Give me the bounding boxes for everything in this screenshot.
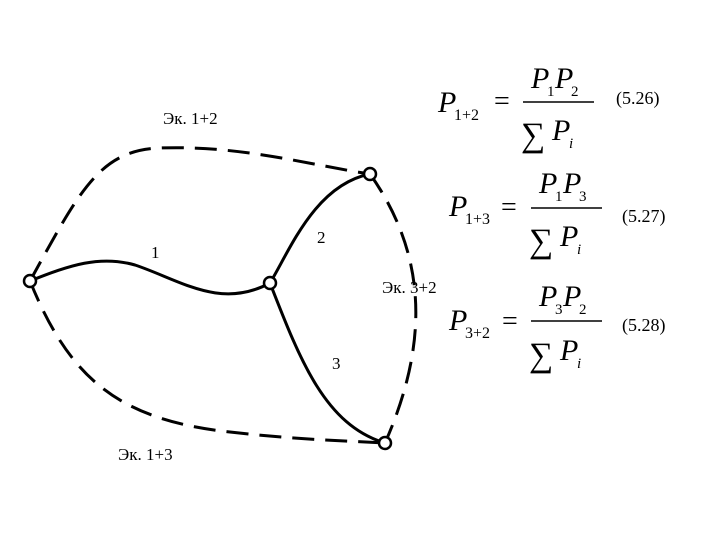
label-branch-3: 3	[332, 354, 341, 373]
formula-number: (5.28)	[622, 315, 666, 336]
formula-num-second: P	[562, 280, 581, 313]
formula-num-first: P	[538, 280, 557, 313]
node-2	[362, 166, 378, 182]
formula-num-first-sub: 1	[547, 84, 555, 100]
formula-num-first: P	[538, 167, 557, 200]
formula-lhs-subscript: 1+2	[454, 107, 479, 124]
formula-equals: =	[501, 192, 517, 223]
node-1	[22, 273, 38, 289]
label-ek-1-3: Эк. 1+3	[118, 445, 173, 464]
branch-3	[268, 282, 386, 445]
formula-equals: =	[494, 86, 510, 117]
formula-number: (5.26)	[616, 88, 660, 109]
node-3	[377, 435, 393, 451]
label-ek-3-2: Эк. 3+2	[382, 278, 437, 297]
formula-lhs-symbol: P	[437, 86, 456, 119]
formula-den-symbol: P	[551, 114, 570, 147]
formula-sum-symbol: ∑	[521, 117, 545, 154]
label-branch-2: 2	[317, 228, 326, 247]
branch-2	[268, 172, 371, 284]
formula-den-sub: i	[569, 136, 573, 152]
node-center	[262, 275, 278, 291]
formula-den-sub: i	[577, 242, 581, 258]
label-ek-1-2: Эк. 1+2	[163, 109, 218, 128]
formula-number: (5.27)	[622, 206, 666, 227]
formula-5-26: P 1+2 = P 1 P 2 ∑ P i (5.26)	[437, 62, 660, 154]
formula-den-symbol: P	[559, 334, 578, 367]
formula-num-first-sub: 3	[555, 302, 563, 318]
formula-num-second: P	[554, 62, 573, 95]
formula-num-second: P	[562, 167, 581, 200]
branch-1	[29, 259, 271, 296]
formula-num-second-sub: 3	[579, 189, 587, 205]
formula-equals: =	[502, 306, 518, 337]
label-branch-1: 1	[151, 243, 160, 262]
formula-num-first-sub: 1	[555, 189, 563, 205]
equivalent-branch-1-2	[28, 146, 371, 282]
formula-den-symbol: P	[559, 220, 578, 253]
formula-num-second-sub: 2	[579, 302, 587, 318]
formula-5-28: P 3+2 = P 3 P 2 ∑ P i (5.28)	[448, 280, 666, 374]
formula-5-27: P 1+3 = P 1 P 3 ∑ P i (5.27)	[448, 167, 666, 260]
equivalent-branch-3-2	[368, 173, 418, 444]
formula-num-first: P	[530, 62, 549, 95]
formula-lhs-subscript: 3+2	[465, 325, 490, 342]
formula-lhs-symbol: P	[448, 304, 467, 337]
formula-lhs-subscript: 1+3	[465, 211, 490, 228]
formula-num-second-sub: 2	[571, 84, 579, 100]
equivalent-branch-1-3	[28, 280, 386, 445]
formula-den-sub: i	[577, 356, 581, 372]
formula-sum-symbol: ∑	[529, 223, 553, 260]
formula-sum-symbol: ∑	[529, 337, 553, 374]
formula-lhs-symbol: P	[448, 190, 467, 223]
